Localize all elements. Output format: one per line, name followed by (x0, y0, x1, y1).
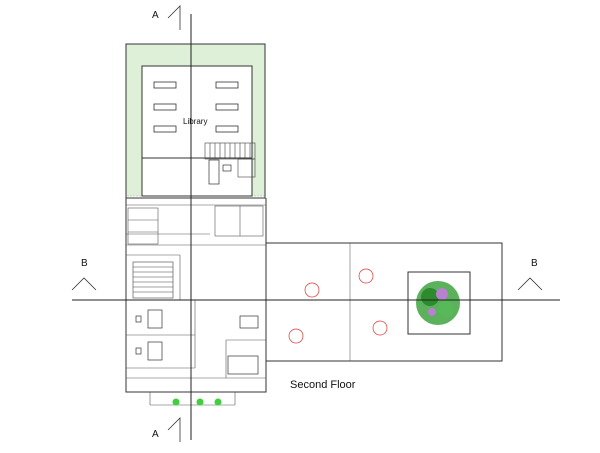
section-label-top: A (152, 10, 159, 21)
building-walls (125, 43, 267, 406)
planters (172, 398, 222, 406)
section-lines (72, 14, 560, 440)
room-label-library: Library (183, 117, 207, 126)
library-bookshelves (153, 81, 239, 133)
section-arrow-icon (71, 5, 543, 442)
floor-caption: Second Floor (290, 379, 356, 391)
library-stair (204, 142, 256, 178)
section-label-right: B (531, 258, 538, 269)
section-label-bottom: A (152, 429, 159, 440)
office-desks (135, 159, 259, 375)
section-label-left: B (81, 258, 88, 269)
main-stair (132, 261, 174, 299)
terrace-extension (265, 242, 503, 362)
table-chairs-icon (288, 268, 388, 344)
tree-icon (416, 281, 460, 325)
